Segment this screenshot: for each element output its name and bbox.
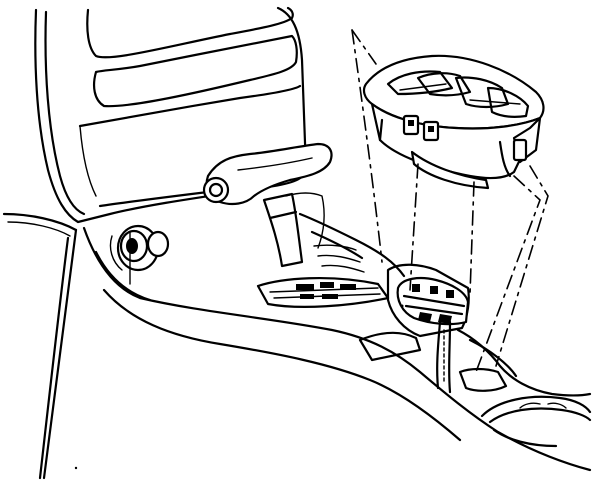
console-icon	[82, 212, 592, 472]
switch-block-icon	[362, 54, 545, 190]
explosion-lines	[351, 29, 549, 373]
seat-back-icon	[34, 6, 308, 224]
power-outlet-icon	[109, 224, 170, 272]
speck	[400, 304, 404, 308]
speck	[74, 466, 78, 470]
cup-holder-icon	[458, 367, 592, 448]
connector-icon	[396, 277, 470, 394]
gear-lever-icon	[202, 142, 333, 268]
seat-frame	[2, 212, 78, 480]
